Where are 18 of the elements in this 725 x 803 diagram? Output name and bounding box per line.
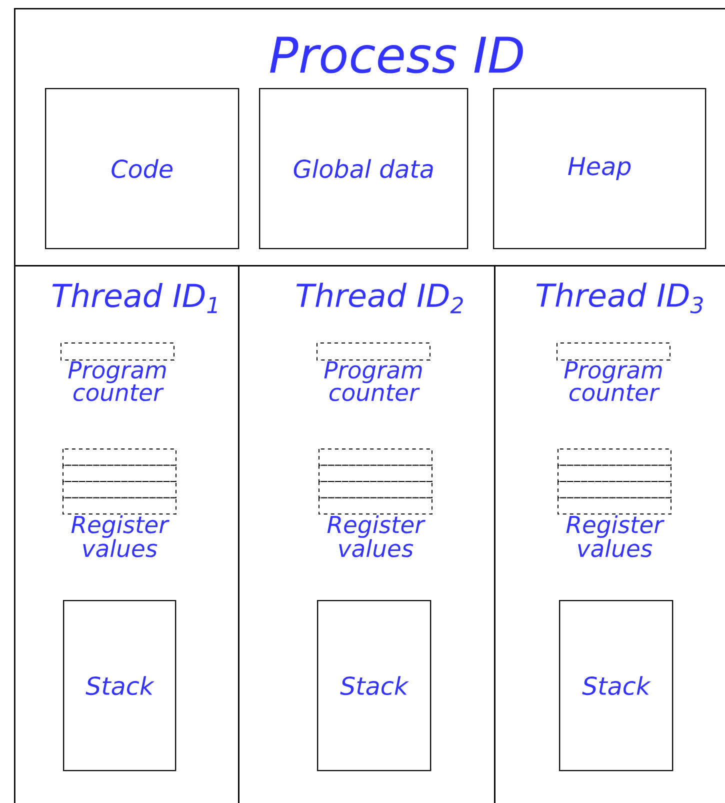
node-label: Register values <box>327 515 426 558</box>
register-stack: Register values <box>558 448 672 558</box>
memory-box: Code <box>45 88 240 250</box>
node-label: Program counter <box>324 361 422 402</box>
program-counter: Program counter <box>316 342 430 402</box>
node-label: Program counter <box>68 361 166 402</box>
node-label: Program counter <box>564 361 662 402</box>
memory-box: Stack <box>63 600 176 772</box>
program-counter: Program counter <box>60 342 174 402</box>
register-stack: Register values <box>318 448 432 558</box>
node-label: Register values <box>71 515 170 558</box>
memory-box: Global data <box>259 88 468 250</box>
register-stack: Register values <box>62 448 176 558</box>
program-counter: Program counter <box>556 342 670 402</box>
memory-box: Heap <box>493 88 706 250</box>
node-label: Register values <box>566 515 664 558</box>
memory-box: Stack <box>317 600 432 772</box>
memory-box: Stack <box>559 600 674 772</box>
